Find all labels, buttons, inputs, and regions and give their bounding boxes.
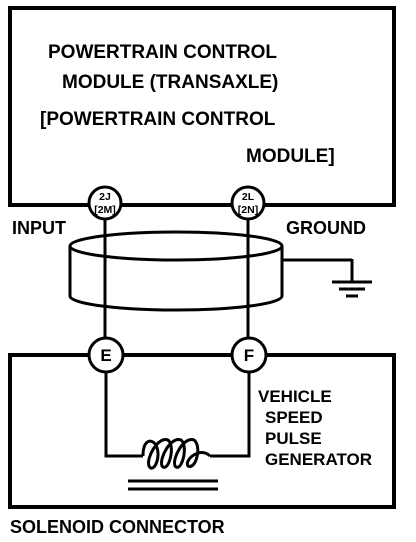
sensor-label-line-2: SPEED	[265, 408, 323, 427]
pin-2j-label: 2J	[99, 191, 111, 203]
sensor-label-line-3: PULSE	[265, 429, 322, 448]
pcm-label-line-2: MODULE (TRANSAXLE)	[62, 72, 278, 93]
pin-2l-terminal: 2L [2N]	[230, 185, 266, 221]
terminal-e: E	[87, 336, 125, 374]
sensor-label-line-1: VEHICLE	[258, 387, 332, 406]
pcm-label-line-3: [POWERTRAIN CONTROL	[40, 109, 276, 130]
terminal-f: F	[230, 336, 268, 374]
pin-2n-label: [2N]	[238, 204, 258, 216]
input-label: INPUT	[12, 218, 66, 238]
coil-lead-left	[104, 372, 143, 458]
ground-icon	[332, 280, 372, 298]
pin-2j-terminal: 2J [2M]	[87, 185, 123, 221]
coil-lead-right	[210, 372, 251, 458]
coil-winding-icon	[141, 438, 212, 470]
solenoid-connector-label: SOLENOID CONNECTOR	[10, 517, 225, 537]
shield-cylinder	[68, 230, 284, 312]
terminal-f-label: F	[244, 346, 254, 365]
solenoid-connector-box	[8, 353, 396, 509]
ground-label: GROUND	[286, 218, 366, 238]
pcm-label-line-1: POWERTRAIN CONTROL	[48, 42, 277, 63]
pin-2l-label: 2L	[242, 191, 255, 203]
pcm-label-line-4: MODULE]	[246, 146, 335, 167]
pcm-box	[8, 6, 396, 207]
sensor-label-line-4: GENERATOR	[265, 450, 372, 469]
terminal-e-label: E	[100, 346, 111, 365]
pin-2m-label: [2M]	[94, 204, 116, 216]
